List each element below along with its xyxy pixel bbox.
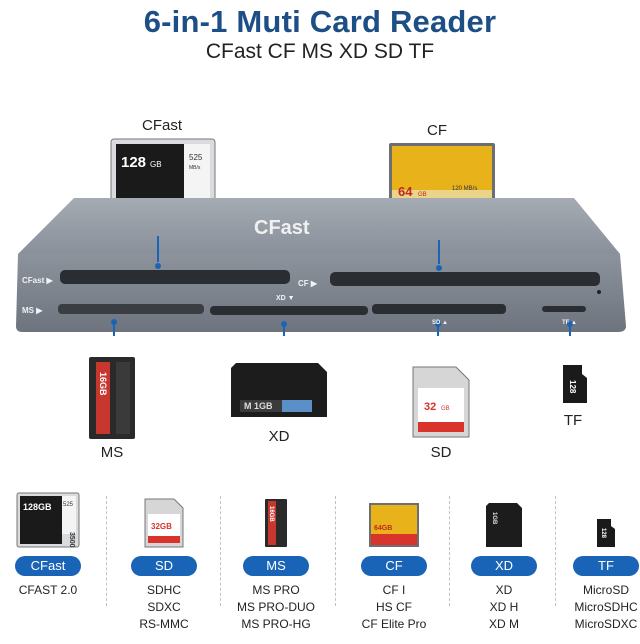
sd-unit: GB bbox=[441, 406, 450, 412]
tf-label: TF bbox=[563, 412, 583, 429]
compat-format-line: MS PRO bbox=[252, 583, 300, 597]
compat-column-xd: 1GB XD XD XD H XD M bbox=[452, 486, 556, 636]
compat-card-capacity: 16GB bbox=[268, 506, 274, 522]
compat-card-cfast: 128GB 525 3500 bbox=[16, 492, 80, 553]
compat-card-capacity: 128 bbox=[600, 528, 606, 539]
compat-formats-xd: XD XD H XD M bbox=[452, 582, 556, 633]
compat-formats-sd: SDHC SDXC RS-MMC bbox=[112, 582, 216, 633]
compat-card-tf: 128 bbox=[596, 518, 616, 553]
compat-badge-tf: TF bbox=[573, 556, 639, 576]
tf-capacity: 128 bbox=[568, 380, 577, 394]
cf-unit: GB bbox=[418, 192, 427, 198]
xd-label: XD bbox=[268, 428, 290, 445]
ms-label: MS bbox=[100, 444, 124, 461]
sd-label: SD bbox=[430, 444, 452, 461]
compat-format-line: CFAST 2.0 bbox=[18, 583, 78, 597]
slot-label-ms: MS ▶ bbox=[22, 306, 43, 315]
compat-formats-tf: MicroSD MicroSDHC MicroSDXC bbox=[554, 582, 640, 633]
slot-label-sd: SD ▲ bbox=[432, 320, 448, 326]
compat-format-line: SDHC bbox=[146, 583, 181, 597]
cfast-speed-unit: MB/s bbox=[189, 165, 201, 171]
compat-card-speed-alt: 3500 bbox=[68, 532, 75, 548]
compat-card-capacity: 32GB bbox=[151, 522, 172, 531]
compat-card-capacity: 64GB bbox=[374, 525, 392, 532]
xd-capacity: M 1GB bbox=[244, 401, 273, 411]
page-subtitle: CFast CF MS XD SD TF bbox=[205, 40, 435, 63]
slot-label-cfast: CFast ▶ bbox=[22, 276, 53, 285]
compat-formats-cfast: CFAST 2.0 bbox=[0, 582, 100, 599]
compat-format-line: MS PRO-DUO bbox=[237, 600, 315, 614]
xd-card: M 1GB bbox=[230, 362, 328, 418]
compat-badge-ms: MS bbox=[243, 556, 309, 576]
compat-column-sd: 32GB SD SDHC SDXC RS-MMC bbox=[112, 486, 216, 636]
sd-capacity: 32 bbox=[424, 401, 436, 413]
ms-capacity: 16GB bbox=[98, 372, 108, 396]
compat-card-ms: 16GB bbox=[264, 498, 288, 553]
slot-label-cf: CF ▶ bbox=[298, 279, 318, 288]
compat-format-line: CF I bbox=[382, 583, 406, 597]
compat-divider bbox=[449, 496, 450, 606]
compat-format-line: MicroSD bbox=[582, 583, 629, 597]
compat-formats-cf: CF I HS CF CF Elite Pro bbox=[342, 582, 446, 633]
page-title: 6-in-1 Muti Card Reader bbox=[143, 4, 497, 39]
cf-label: CF bbox=[427, 122, 447, 139]
compat-divider bbox=[106, 496, 107, 606]
compat-format-line: MicroSDHC bbox=[574, 600, 638, 614]
compat-format-line: SDXC bbox=[147, 600, 181, 614]
slot-label-tf: TF ▲ bbox=[562, 320, 577, 326]
card-reader-body: CFast CFast ▶ CF ▶ MS ▶ XD ▼ SD ▲ TF ▲ bbox=[14, 196, 630, 336]
compat-card-sd: 32GB bbox=[144, 498, 184, 553]
compat-formats-ms: MS PRO MS PRO-DUO MS PRO-HG bbox=[224, 582, 328, 633]
compat-badge-xd: XD bbox=[471, 556, 537, 576]
cfast-label: CFast bbox=[141, 117, 182, 134]
cfast-unit: GB bbox=[150, 160, 162, 169]
compat-card-cf: 64GB bbox=[368, 502, 420, 553]
cfast-speed: 525 bbox=[189, 153, 203, 162]
slot-label-xd: XD ▼ bbox=[276, 295, 295, 302]
compat-card-xd: 1GB bbox=[485, 502, 523, 553]
compat-card-capacity: 1GB bbox=[491, 512, 497, 525]
compat-column-ms: 16GB MS MS PRO MS PRO-DUO MS PRO-HG bbox=[224, 486, 328, 636]
ms-card: 16GB bbox=[88, 356, 136, 440]
cf-capacity: 64 bbox=[398, 184, 413, 199]
compat-badge-sd: SD bbox=[131, 556, 197, 576]
compat-format-line: XD bbox=[495, 583, 513, 597]
compat-format-line: MicroSDXC bbox=[574, 617, 638, 631]
compat-divider bbox=[335, 496, 336, 606]
compat-card-capacity: 128GB bbox=[23, 502, 52, 512]
cfast-capacity: 128 bbox=[121, 154, 146, 171]
tf-card: 128 bbox=[562, 364, 588, 404]
compat-badge-cfast: CFast bbox=[15, 556, 81, 576]
cf-speed: 120 MB/s bbox=[452, 186, 477, 192]
compat-divider bbox=[555, 496, 556, 606]
compat-format-line: HS CF bbox=[376, 600, 412, 614]
compat-column-cf: 64GB CF CF I HS CF CF Elite Pro bbox=[342, 486, 446, 636]
compat-format-line: XD H bbox=[489, 600, 519, 614]
compat-format-line: CF Elite Pro bbox=[361, 617, 427, 631]
sd-card: 32 GB bbox=[412, 366, 470, 438]
compat-format-line: MS PRO-HG bbox=[241, 617, 311, 631]
compat-badge-cf: CF bbox=[361, 556, 427, 576]
compat-divider bbox=[220, 496, 221, 606]
reader-brand: CFast bbox=[254, 217, 310, 239]
compat-format-line: XD M bbox=[489, 617, 519, 631]
compat-format-line: RS-MMC bbox=[139, 617, 189, 631]
compat-card-speed: 525 bbox=[63, 502, 74, 508]
